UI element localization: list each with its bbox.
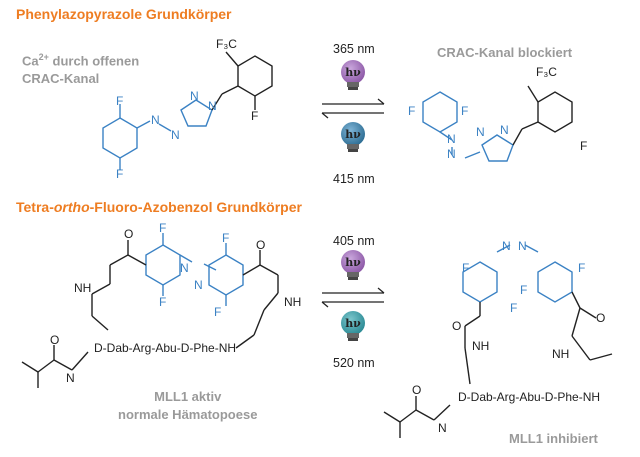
section2-title: Tetra-ortho-Fluoro-Azobenzol Grundkörper	[16, 199, 302, 215]
atom-label-nh: NH	[74, 281, 92, 295]
section1-wavelength-top: 365 nm	[333, 42, 375, 56]
atom-label-n: N	[500, 123, 509, 137]
light-bulb-icon-405: hν	[341, 250, 365, 280]
atom-label-n: N	[190, 89, 199, 103]
section1-caption-left: Ca2+ durch offenen CRAC-Kanal	[22, 48, 139, 88]
azobenzene-trans	[21, 233, 279, 388]
section2-caption-right: MLL1 inhibiert	[509, 431, 598, 446]
atom-label-n: N	[476, 125, 485, 139]
caption-left-line1: Ca2+ durch offenen	[22, 52, 140, 69]
peptide-sequence-left: D-Dab-Arg-Abu-D-Phe-NH	[94, 341, 237, 355]
section2-wavelength-bottom: 520 nm	[333, 356, 375, 370]
atom-label-f: F	[214, 305, 222, 319]
svg-text:hν: hν	[345, 66, 361, 79]
equilibrium-arrows-2	[321, 287, 385, 308]
section1-wavelength-bottom: 415 nm	[333, 172, 375, 186]
section1-title: Phenylazopyrazole Grundkörper	[16, 6, 232, 22]
atom-label-f: F	[116, 167, 124, 181]
atom-label-n: N	[208, 99, 217, 113]
atom-label-o: O	[452, 319, 462, 333]
hematopoiesis-label: normale Hämatopoese	[118, 407, 258, 422]
atom-label-f: F	[580, 139, 588, 153]
atom-label-f: F	[461, 104, 469, 118]
atom-label-o: O	[256, 238, 266, 252]
section2-wavelength-top: 405 nm	[333, 234, 375, 248]
atom-label-f: F	[222, 231, 230, 245]
atom-label-f: F	[159, 295, 167, 309]
atom-label-nh: NH	[472, 339, 490, 353]
atom-label-n: N	[438, 421, 447, 435]
azopyrazole-trans	[102, 51, 273, 170]
atom-label-n: N	[447, 147, 456, 161]
light-bulb-icon-520: hν	[341, 311, 365, 341]
atom-label-n: N	[194, 278, 203, 292]
atom-label-f: F	[116, 94, 124, 108]
azopyrazole-cis	[422, 85, 573, 162]
atom-label-f: F	[510, 301, 518, 315]
atom-label-f: F	[408, 104, 416, 118]
atom-label-n: N	[518, 239, 527, 253]
atom-label-nh: NH	[552, 347, 570, 361]
atom-label-f: F	[520, 283, 528, 297]
atom-label-n: N	[447, 132, 456, 146]
atom-label-cf3: F₃C	[216, 37, 237, 51]
atom-label-o: O	[50, 333, 60, 347]
atom-label-n: N	[502, 239, 511, 253]
caption-left-line2: CRAC-Kanal	[22, 71, 100, 87]
atom-label-f: F	[462, 261, 470, 275]
mll1-active-label: MLL1 aktiv	[154, 389, 222, 404]
atom-label-f: F	[159, 221, 167, 235]
equilibrium-arrows-1	[321, 98, 385, 119]
azobenzene-cis	[383, 244, 613, 438]
atom-label-n: N	[180, 261, 189, 275]
svg-text:hν: hν	[345, 317, 361, 330]
section2-caption-left: MLL1 aktiv normale Hämatopoese	[118, 388, 257, 424]
light-bulb-icon-365: hν	[341, 60, 365, 90]
atom-label-n: N	[171, 128, 180, 142]
atom-label-f: F	[578, 261, 586, 275]
peptide-sequence-right: D-Dab-Arg-Abu-D-Phe-NH	[458, 390, 601, 404]
atom-label-o: O	[124, 227, 134, 241]
atom-label-nh: NH	[284, 295, 302, 309]
atom-label-o: O	[596, 311, 606, 325]
section1-caption-right: CRAC-Kanal blockiert	[437, 45, 573, 60]
atom-label-cf3: F₃C	[536, 65, 557, 79]
atom-label-o: O	[412, 383, 422, 397]
atom-label-n: N	[66, 371, 75, 385]
atom-label-f: F	[251, 109, 259, 123]
atom-label-n: N	[151, 113, 160, 127]
light-bulb-icon-415: hν	[341, 122, 365, 152]
svg-text:hν: hν	[345, 256, 361, 269]
svg-text:hν: hν	[345, 128, 361, 141]
